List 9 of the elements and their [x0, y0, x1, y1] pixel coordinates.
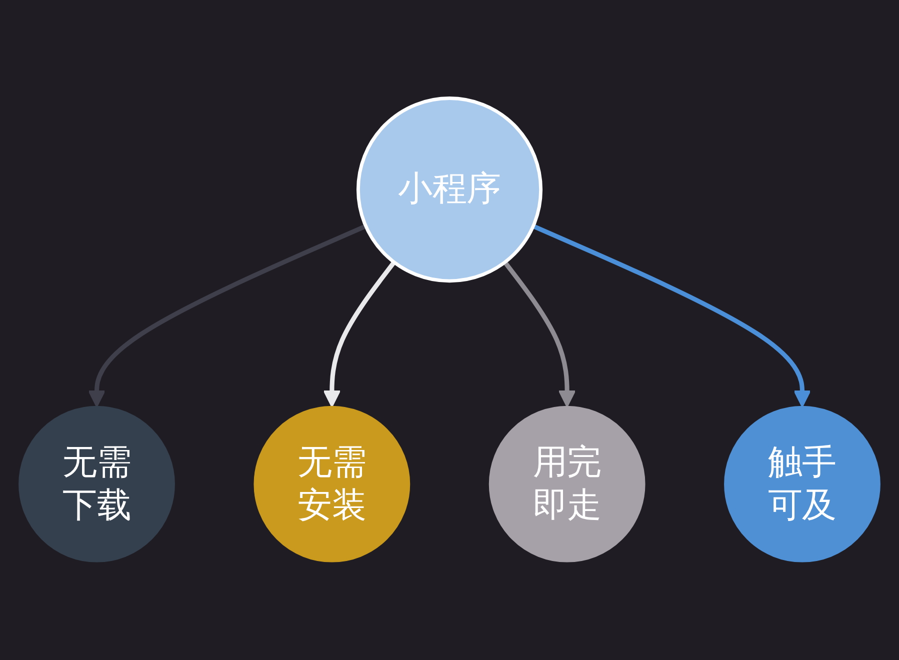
- node-circle: 无需安装: [254, 406, 410, 562]
- node-circle: 用完即走: [488, 406, 646, 562]
- arrow: [323, 260, 396, 408]
- arrow: [532, 224, 812, 408]
- node-circle: 触手可及: [724, 406, 880, 562]
- node-circle: 小程序: [356, 96, 543, 283]
- arrow: [88, 224, 367, 408]
- node-circle: 无需下载: [18, 406, 175, 562]
- arrow: [503, 260, 576, 408]
